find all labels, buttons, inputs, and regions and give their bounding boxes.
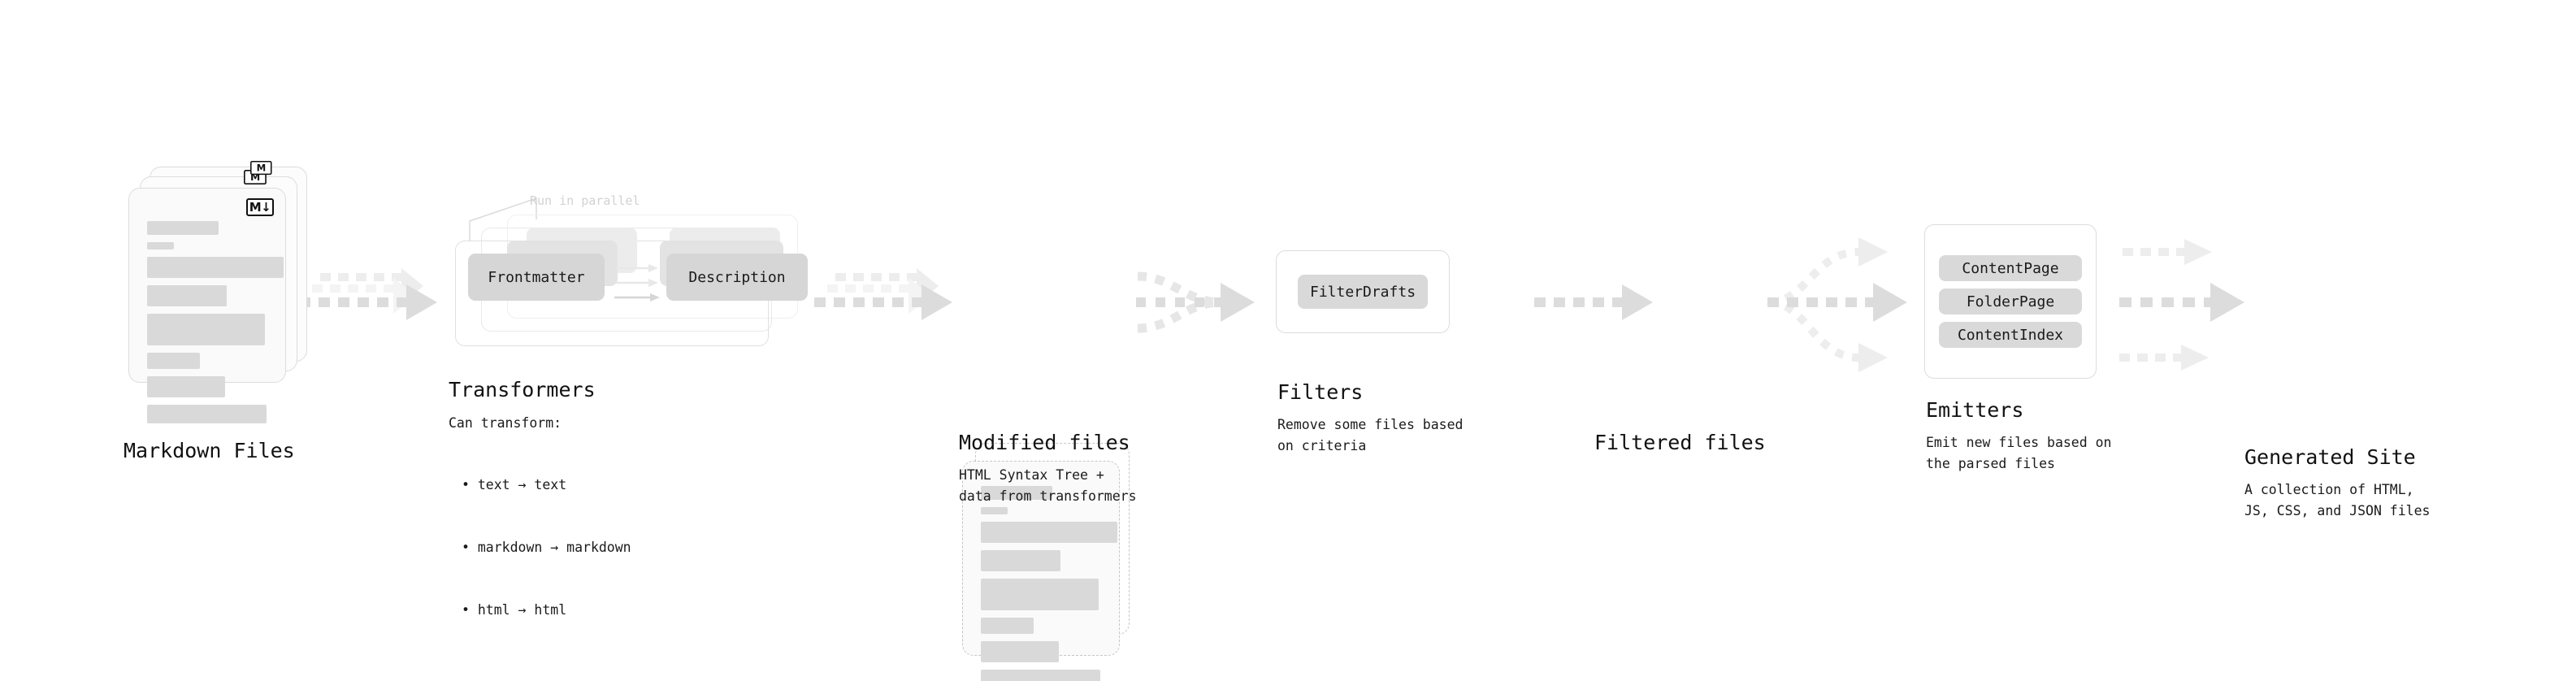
filter-chip-filterdrafts-label: FilterDrafts xyxy=(1309,283,1416,301)
stage-title-emitters: Emitters xyxy=(1926,398,2024,422)
stage-title-filters: Filters xyxy=(1277,380,1364,404)
transformer-inner-arrows xyxy=(614,264,660,301)
stage-filters-box: FilterDrafts xyxy=(1276,250,1450,333)
emitter-chip-contentpage[interactable]: ContentPage xyxy=(1939,255,2082,281)
connector-transformers-to-modified xyxy=(813,268,967,349)
connector-markdown-to-transformers xyxy=(297,268,452,349)
stage-title-markdown-files: Markdown Files xyxy=(124,439,295,462)
emitter-chip-contentindex-label: ContentIndex xyxy=(1957,326,2064,344)
skeleton-line xyxy=(981,507,1008,514)
stage-markdown-files: M↓ xyxy=(122,158,317,427)
skeleton-line xyxy=(981,618,1034,634)
markdown-badge-ghost-top-label: M xyxy=(256,162,267,174)
emitters-subtitle: Emit new files based on the parsed files xyxy=(1926,435,2112,471)
transformers-bullets: • text → text • markdown → markdown • ht… xyxy=(462,433,631,661)
filter-chip-filterdrafts[interactable]: FilterDrafts xyxy=(1298,275,1428,309)
markdown-badge: M↓ xyxy=(246,198,274,216)
transformers-bullet-1: • markdown → markdown xyxy=(462,539,631,555)
skeleton-line xyxy=(147,376,225,397)
skeleton-line xyxy=(147,257,284,278)
run-in-parallel-label: Run in parallel xyxy=(530,193,640,208)
skeleton-line xyxy=(147,353,200,369)
emitter-chip-folderpage[interactable]: FolderPage xyxy=(1939,288,2082,314)
transformer-chip-description-label: Description xyxy=(688,268,786,286)
emitter-chip-contentpage-label: ContentPage xyxy=(1962,259,2059,277)
stage-title-filtered-files: Filtered files xyxy=(1594,431,1766,454)
skeleton-line xyxy=(981,486,1052,500)
skeleton-line xyxy=(981,670,1100,681)
markdown-badge-arrow: ↓ xyxy=(261,199,271,215)
stage-modified-files xyxy=(957,443,1144,681)
skeleton-line xyxy=(147,314,265,345)
generated-site-subtitle: A collection of HTML, JS, CSS, and JSON … xyxy=(2244,482,2431,518)
skeleton-line xyxy=(147,285,227,306)
connector-modified-to-filters xyxy=(1136,244,1282,358)
stage-emitters-box: ContentPage FolderPage ContentIndex xyxy=(1924,224,2097,379)
modified-card-front xyxy=(962,461,1120,681)
skeleton-line xyxy=(147,221,219,235)
skeleton-line xyxy=(981,550,1060,571)
stage-title-generated-site: Generated Site xyxy=(2244,445,2416,469)
connector-emitters-to-site xyxy=(2119,229,2282,375)
run-in-parallel-bracket xyxy=(469,197,537,241)
emitter-chip-folderpage-label: FolderPage xyxy=(1966,293,2055,310)
transformer-chip-description[interactable]: Description xyxy=(666,254,808,301)
stage-title-modified-files: Modified files xyxy=(959,431,1130,454)
skeleton-line xyxy=(981,579,1099,610)
markdown-badge-label: M xyxy=(249,199,262,215)
modified-skeleton xyxy=(981,486,1117,681)
emitter-chip-contentindex[interactable]: ContentIndex xyxy=(1939,322,2082,348)
skeleton-line xyxy=(147,242,174,249)
skeleton-line xyxy=(147,405,267,423)
filters-subtitle: Remove some files based on criteria xyxy=(1277,417,1464,453)
connector-filters-to-filtered xyxy=(1534,284,1672,335)
markdown-badge-ghost-top: M xyxy=(250,161,272,176)
transformers-bullet-2: • html → html xyxy=(462,601,567,618)
modified-files-subtitle: HTML Syntax Tree + data from transformer… xyxy=(959,467,1137,504)
transformers-bullet-0: • text → text xyxy=(462,477,567,493)
skeleton-line xyxy=(981,641,1059,662)
stage-title-transformers: Transformers xyxy=(449,378,596,401)
transformer-chip-frontmatter-label: Frontmatter xyxy=(488,268,585,286)
markdown-card-front: M↓ xyxy=(128,188,286,423)
skeleton-line xyxy=(981,522,1117,543)
markdown-skeleton xyxy=(147,221,284,431)
transformer-chip-frontmatter[interactable]: Frontmatter xyxy=(468,254,605,301)
transformers-subtitle: Can transform: xyxy=(449,415,562,431)
connector-filtered-to-emitters xyxy=(1767,229,1922,375)
stage-transformers: Run in parallel Frontmatter Description xyxy=(445,185,827,372)
